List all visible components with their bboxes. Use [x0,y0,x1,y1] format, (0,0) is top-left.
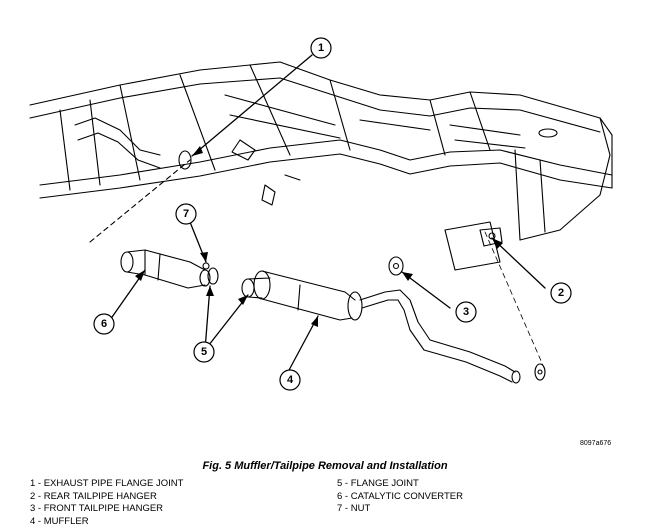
legend-item: 1 - EXHAUST PIPE FLANGE JOINT [30,478,183,491]
front-tailpipe-hanger [389,257,403,275]
nut [203,263,209,269]
callout-label-1: 1 [318,42,324,54]
leader-lines [110,55,545,372]
legend-item: 5 - FLANGE JOINT [337,478,463,491]
legend-left-column: 1 - EXHAUST PIPE FLANGE JOINT 2 - REAR T… [30,478,183,528]
legend-item: 3 - FRONT TAILPIPE HANGER [30,503,183,516]
legend-item: 2 - REAR TAILPIPE HANGER [30,491,183,504]
callout-label-6: 6 [101,318,107,330]
catalytic-converter [121,250,210,288]
callout-label-7: 7 [183,208,189,220]
exhaust-system-diagram: 1 2 3 4 5 6 7 [0,0,650,455]
vehicle-frame [30,62,612,270]
muffler [242,271,362,320]
callout-label-2: 2 [558,287,564,299]
figure-caption: Fig. 5 Muffler/Tailpipe Removal and Inst… [0,460,650,472]
callout-label-4: 4 [287,374,294,386]
rear-tailpipe-hanger [535,364,545,380]
figure-reference-code: 8097a676 [580,440,611,447]
legend-item: 6 - CATALYTIC CONVERTER [337,491,463,504]
legend-item: 4 - MUFFLER [30,516,183,528]
callout-label-5: 5 [201,346,207,358]
legend-item: 7 - NUT [337,503,463,516]
legend-right-column: 5 - FLANGE JOINT 6 - CATALYTIC CONVERTER… [337,478,463,516]
tailpipe [360,290,515,372]
callout-label-3: 3 [463,306,469,318]
